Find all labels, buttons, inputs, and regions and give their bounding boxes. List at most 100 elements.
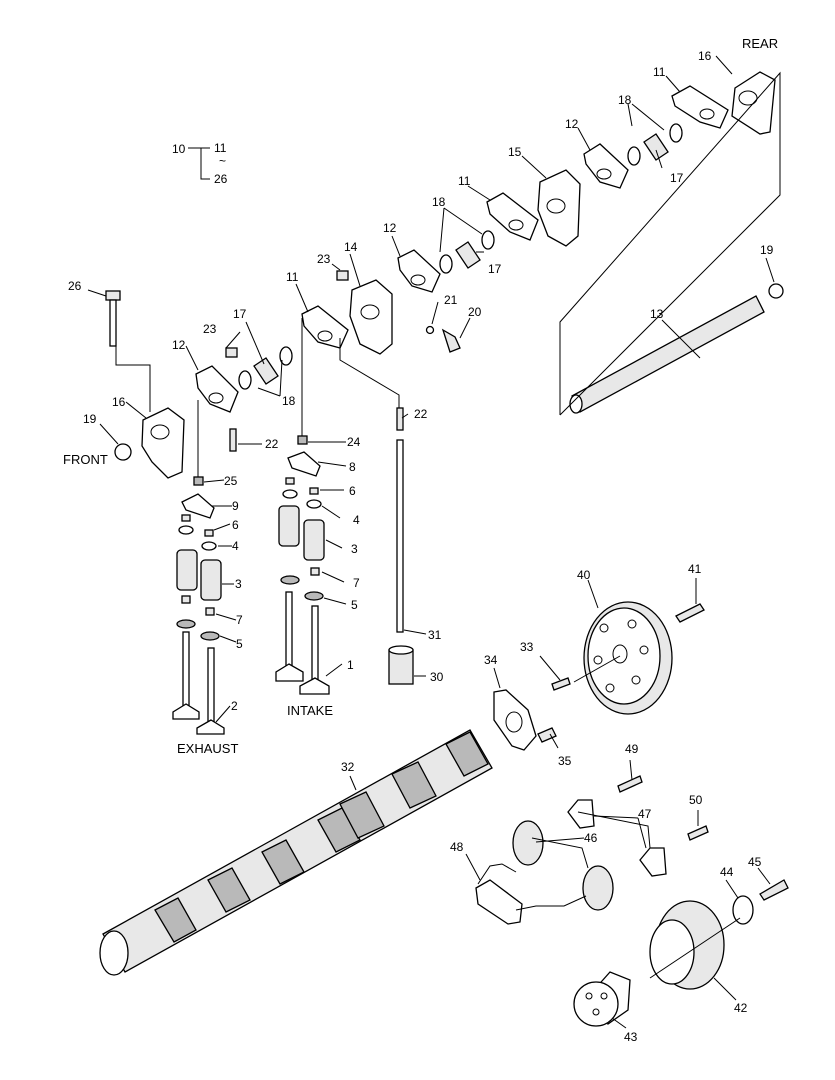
callout-43: 43: [624, 1030, 638, 1044]
svg-text:10: 10: [172, 142, 186, 156]
callout-13: 13: [650, 307, 664, 321]
valve-stem-seal: [205, 607, 215, 616]
front-label: FRONT: [63, 452, 108, 467]
spring-retainer: [306, 499, 322, 509]
idler-shaft: [639, 847, 667, 877]
camshaft: [99, 729, 493, 976]
callout-16: 16: [112, 395, 126, 409]
callout-25: 25: [224, 474, 238, 488]
valve-collet: [285, 477, 295, 485]
callout-7: 7: [353, 576, 360, 590]
callout-22: 22: [414, 407, 428, 421]
intake-label: INTAKE: [287, 703, 333, 718]
idler-hub: [573, 971, 631, 1027]
valve-stem-seal: [310, 567, 320, 576]
callout-21: 21: [444, 293, 458, 307]
snap-ring: [114, 443, 132, 461]
rocker-shaft-spring: [455, 241, 481, 269]
callout-18: 18: [282, 394, 296, 408]
spring-washer: [439, 254, 453, 274]
o-ring: [425, 325, 435, 335]
callout-12: 12: [565, 117, 579, 131]
oil-plug-screw: [441, 328, 461, 353]
callout-46: 46: [584, 831, 598, 845]
group-legend: 10 11 ~ 26: [172, 141, 228, 186]
svg-text:11: 11: [214, 141, 227, 155]
rocker-shaft: [569, 295, 765, 414]
callout-16: 16: [698, 49, 712, 63]
svg-text:~: ~: [219, 154, 226, 168]
callout-3: 3: [351, 542, 358, 556]
callout-23: 23: [317, 252, 331, 266]
callout-4: 4: [232, 539, 239, 553]
exhaust-valve: [196, 647, 225, 735]
callout-33: 33: [520, 640, 534, 654]
callout-45: 45: [748, 855, 762, 869]
callout-49: 49: [625, 742, 639, 756]
spring-seat: [304, 591, 324, 601]
spring-washer: [279, 346, 293, 366]
valve-collet: [181, 514, 191, 522]
bridge-cap: [297, 435, 308, 445]
callout-17: 17: [670, 171, 684, 185]
valve-tappet: [388, 645, 414, 685]
spring-retainer: [201, 541, 217, 551]
callout-1: 1: [347, 658, 354, 672]
callout-15: 15: [508, 145, 522, 159]
callout-22: 22: [265, 437, 279, 451]
callout-17: 17: [488, 262, 502, 276]
callout-18: 18: [432, 195, 446, 209]
spring-washer: [238, 370, 252, 390]
rear-label: REAR: [742, 36, 778, 51]
valve-bridge-intake: [287, 451, 321, 477]
valve-collet: [204, 529, 214, 537]
callout-32: 32: [341, 760, 355, 774]
idler-gear: [512, 820, 544, 866]
callout-11: 11: [458, 174, 471, 188]
spring-seat: [176, 619, 196, 629]
center-rocker-bracket: [537, 169, 581, 247]
callout-44: 44: [720, 865, 734, 879]
callout-23: 23: [203, 322, 217, 336]
callout-numbers: 16 11 18 12 15 17 11 18 12 14 23 17 11 1…: [68, 49, 774, 1044]
spring-washer: [669, 123, 683, 143]
rocker-bracket-bolt: [105, 290, 121, 347]
callout-24: 24: [347, 435, 361, 449]
callout-7: 7: [236, 613, 243, 627]
callout-11: 11: [286, 270, 299, 284]
callout-2: 2: [231, 699, 238, 713]
idler-gear: [582, 865, 614, 911]
idler-shaft: [567, 799, 595, 829]
callout-47: 47: [638, 807, 652, 821]
thrust-plate: [493, 689, 537, 751]
exhaust-valve: [172, 631, 200, 720]
callout-6: 6: [232, 518, 239, 532]
callout-17: 17: [233, 307, 247, 321]
callout-18: 18: [618, 93, 632, 107]
spring-seat: [200, 631, 220, 641]
spring-seat: [280, 575, 300, 585]
rocker-arm: [671, 85, 729, 129]
intake-valve: [299, 605, 330, 695]
spring-retainer: [178, 525, 194, 535]
valve-bridge-exhaust: [181, 493, 215, 519]
valve-stem-seal: [181, 595, 191, 604]
spring-washer: [481, 230, 495, 250]
callout-9: 9: [232, 499, 239, 513]
callout-19: 19: [83, 412, 97, 426]
idler-bolt: [687, 825, 709, 841]
callout-41: 41: [688, 562, 702, 576]
thrust-washer: [732, 895, 754, 925]
callout-35: 35: [558, 754, 572, 768]
spring-retainer: [282, 489, 298, 499]
thrust-plate-bolt: [537, 727, 557, 743]
callout-12: 12: [172, 338, 186, 352]
callout-3: 3: [235, 577, 242, 591]
cam-gear-bolt: [675, 603, 705, 623]
callout-12: 12: [383, 221, 397, 235]
callout-4: 4: [353, 513, 360, 527]
callout-11: 11: [653, 65, 666, 79]
valve-spring: [303, 519, 325, 561]
callout-34: 34: [484, 653, 498, 667]
